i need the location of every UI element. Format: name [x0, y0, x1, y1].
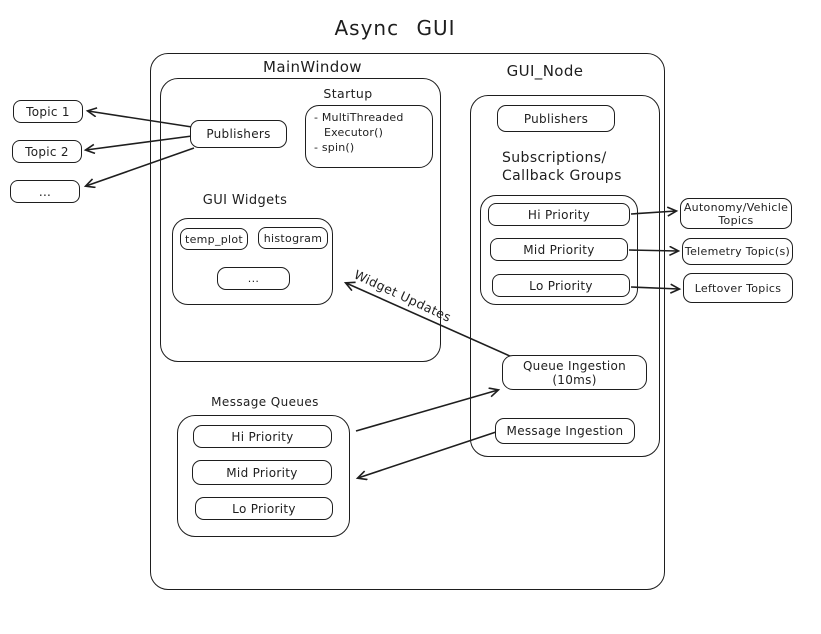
- gn-hi-priority-box: Hi Priority: [488, 203, 630, 226]
- gui-node-publishers-box: Publishers: [497, 105, 615, 132]
- widget-ellipsis-box: ...: [217, 267, 290, 290]
- mq-hi-priority-box: Hi Priority: [193, 425, 332, 448]
- subscriptions-label-line2: Callback Groups: [502, 167, 622, 184]
- message-queues-label: Message Queues: [211, 395, 319, 409]
- startup-box: [305, 105, 433, 168]
- mainwindow-publishers-box: Publishers: [190, 120, 287, 148]
- callback-groups-box: [480, 195, 638, 305]
- widget-temp-plot-box: temp_plot: [180, 228, 248, 250]
- gn-mid-priority-box: Mid Priority: [490, 238, 628, 261]
- subscriptions-label: Subscriptions/ Callback Groups: [502, 150, 622, 185]
- message-queues-box: [177, 415, 350, 537]
- telemetry-topics-box: Telemetry Topic(s): [682, 238, 793, 265]
- system-outer-box: [150, 53, 665, 590]
- message-ingestion-box: Message Ingestion: [495, 418, 635, 444]
- gui-widgets-label: GUI Widgets: [202, 193, 288, 208]
- queue-ingestion-box: Queue Ingestion (10ms): [502, 355, 647, 390]
- startup-line: - spin(): [314, 141, 355, 154]
- startup-text: - MultiThreaded Executor() - spin(): [314, 110, 429, 155]
- mq-lo-priority-box: Lo Priority: [195, 497, 333, 520]
- gn-lo-priority-box: Lo Priority: [492, 274, 630, 297]
- topic-ellipsis-box: ...: [10, 180, 80, 203]
- leftover-topics-box: Leftover Topics: [683, 273, 793, 303]
- mainwindow-label: MainWindow: [263, 58, 362, 76]
- gui-node-box: [470, 95, 660, 457]
- gui-widgets-box: [172, 218, 333, 305]
- widget-histogram-box: histogram: [258, 227, 328, 249]
- gui-node-label: GUI_Node: [506, 62, 584, 80]
- subscriptions-label-line1: Subscriptions/: [502, 150, 607, 166]
- startup-line: Executor(): [324, 126, 384, 139]
- topic-1-box: Topic 1: [13, 100, 83, 123]
- startup-label: Startup: [323, 86, 373, 101]
- topic-2-box: Topic 2: [12, 140, 82, 163]
- mainwindow-box: [160, 78, 441, 362]
- diagram-title: Async GUI: [334, 16, 456, 40]
- mq-mid-priority-box: Mid Priority: [192, 460, 332, 485]
- autonomy-vehicle-topics-box: Autonomy/Vehicle Topics: [680, 198, 792, 229]
- startup-line: - MultiThreaded: [314, 111, 404, 124]
